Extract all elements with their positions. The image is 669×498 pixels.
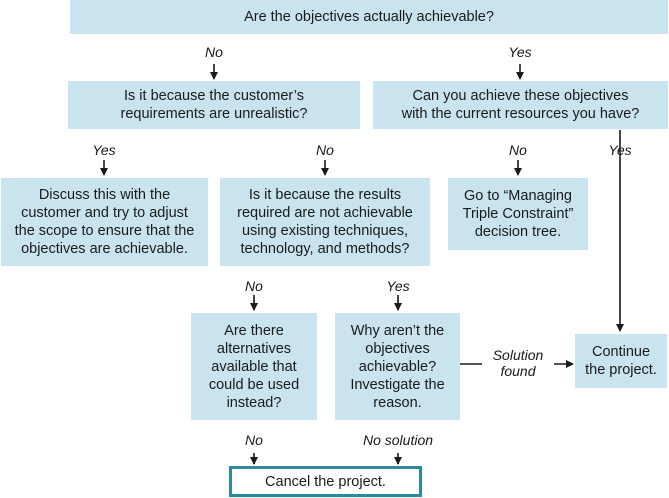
label-achievable-yes: Yes <box>508 44 532 60</box>
node-goto-tree: Go to “Managing Triple Constraint” decis… <box>448 178 588 250</box>
label-achievable-no: No <box>205 44 223 60</box>
node-resources-question: Can you achieve these objectives with th… <box>373 81 668 129</box>
node-alternatives-question: Are there alternatives available that co… <box>191 313 317 420</box>
node-results-question: Is it because the results required are n… <box>220 178 430 266</box>
node-discuss: Discuss this with the customer and try t… <box>1 178 208 266</box>
label-unrealistic-no: No <box>316 142 334 158</box>
node-unrealistic-question: Is it because the customer’s requirement… <box>68 81 360 129</box>
node-achievable-question: Are the objectives actually achievable? <box>70 0 668 34</box>
label-solution-found: Solution found <box>482 347 554 379</box>
label-alternatives-no: No <box>245 432 263 448</box>
node-why-not-achievable: Why aren’t the objectives achievable? In… <box>335 313 460 420</box>
label-results-no: No <box>245 278 263 294</box>
node-cancel-project: Cancel the project. <box>229 466 422 497</box>
label-resources-no: No <box>509 142 527 158</box>
label-unrealistic-yes: Yes <box>92 142 116 158</box>
node-continue-project: Continue the project. <box>575 334 667 388</box>
label-no-solution: No solution <box>362 432 434 448</box>
label-results-yes: Yes <box>386 278 410 294</box>
label-resources-yes: Yes <box>608 142 632 158</box>
